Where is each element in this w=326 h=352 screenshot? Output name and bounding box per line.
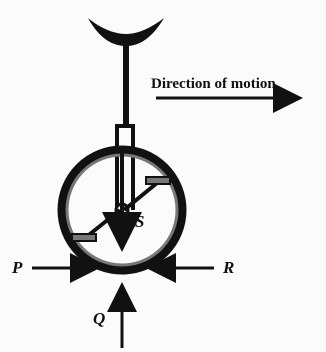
fork-left bbox=[115, 124, 119, 210]
seat-post bbox=[123, 44, 129, 124]
fork-top bbox=[115, 124, 135, 128]
force-label-r: R bbox=[223, 258, 235, 277]
unicycle-seat bbox=[88, 18, 164, 46]
crank-arm-right bbox=[122, 181, 159, 212]
fork-right bbox=[131, 124, 135, 210]
force-label-s: S bbox=[135, 212, 145, 231]
pedal-left bbox=[71, 233, 97, 242]
force-label-q: Q bbox=[93, 309, 106, 328]
force-label-p: P bbox=[12, 258, 23, 277]
direction-of-motion-label: Direction of motion bbox=[151, 76, 276, 92]
pedal-right bbox=[145, 176, 171, 185]
